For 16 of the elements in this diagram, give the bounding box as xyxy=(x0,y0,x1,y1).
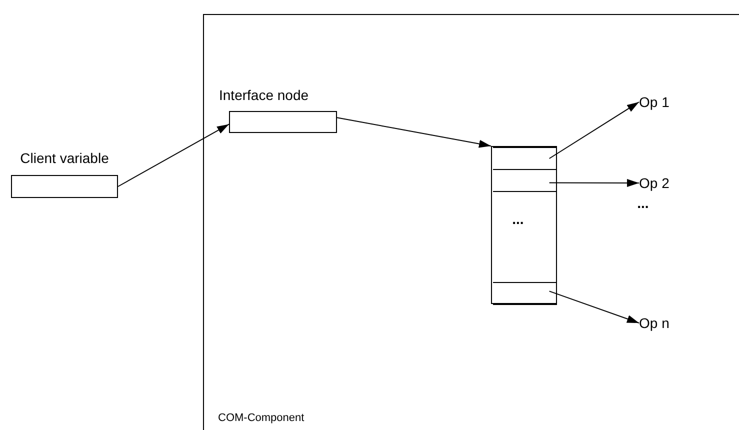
arrow xyxy=(548,102,640,159)
operation-label: Op n xyxy=(639,314,679,332)
ellipsis-dots: ... xyxy=(636,196,650,212)
method-table xyxy=(491,146,557,304)
frame-label: COM-Component xyxy=(218,412,304,425)
table-row xyxy=(493,282,557,305)
arrow xyxy=(336,117,492,148)
ellipsis-dots: ... xyxy=(511,212,525,228)
arrow xyxy=(548,178,640,187)
node-heading: Client variable xyxy=(19,150,110,167)
arrow xyxy=(118,124,230,187)
operation-label: Op 2 xyxy=(639,174,679,192)
component-frame xyxy=(203,14,739,430)
node-heading: Interface node xyxy=(219,87,310,104)
operation-label: Op 1 xyxy=(639,93,679,111)
arrow xyxy=(548,290,640,324)
